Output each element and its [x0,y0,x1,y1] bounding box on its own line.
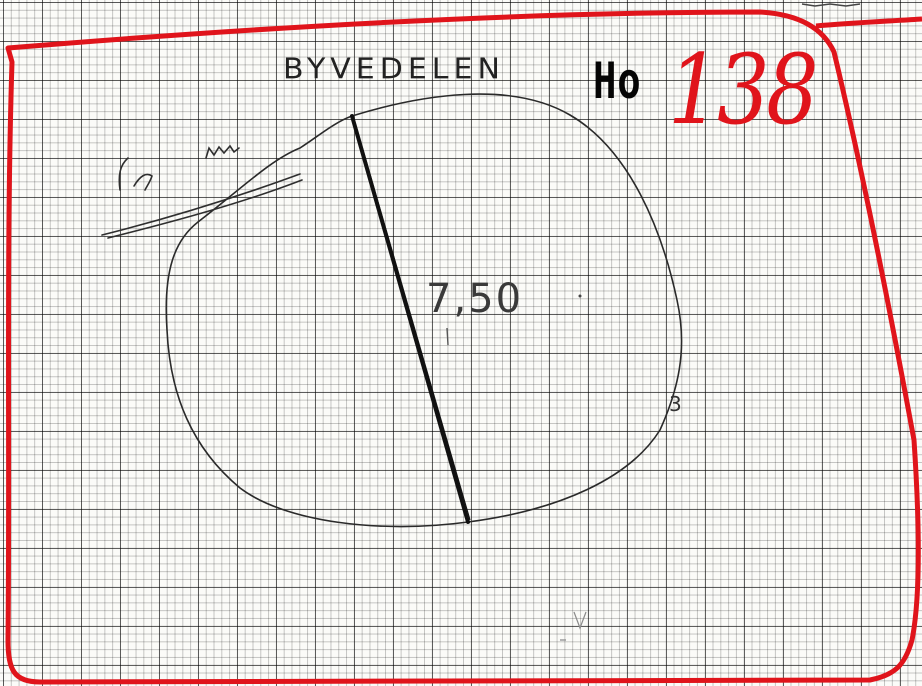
diameter-line-shadow [355,125,471,521]
red-frame-border [5,9,921,685]
red-top-stroke [815,16,922,29]
sheet-title: BYVEDELEN [283,52,505,87]
diameter-label: 7,50 [426,276,524,322]
bottom-faint-mark [560,611,587,641]
sheet-number-prefix: Ho [593,52,642,110]
top-edge-scribble [801,3,861,7]
sheet-number: 138 [668,34,819,146]
diameter-line [350,114,470,524]
north-arrow-icon [101,144,303,239]
corner-mark: 3 [669,392,682,416]
plot-outline [165,93,683,528]
pencil-dot [578,294,582,298]
diameter-tick [446,327,449,346]
